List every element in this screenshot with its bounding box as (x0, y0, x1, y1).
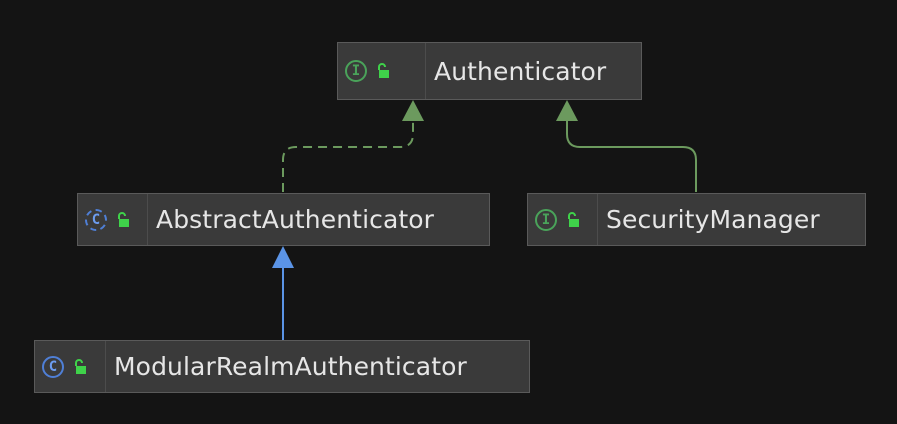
node-security-manager[interactable]: I SecurityManager (527, 193, 866, 246)
node-label: SecurityManager (606, 205, 820, 234)
node-modular-realm-authenticator[interactable]: C ModularRealmAuthenticator (34, 340, 530, 393)
arrowhead-modular-to-abstract (272, 246, 294, 268)
abstract-class-icon: C (85, 208, 107, 231)
class-icon: C (42, 355, 64, 378)
interface-icon: I (345, 60, 367, 82)
node-label: AbstractAuthenticator (156, 205, 435, 234)
node-abstract-authenticator[interactable]: C AbstractAuthenticator (77, 193, 490, 246)
arrowhead-securitymanager-to-authenticator (556, 100, 578, 121)
node-label: ModularRealmAuthenticator (114, 352, 467, 381)
public-lock-icon (116, 211, 130, 228)
arrowhead-abstract-to-authenticator (402, 100, 424, 121)
node-icons: I (528, 194, 598, 245)
node-icons: I (338, 43, 426, 99)
node-icons: C (78, 194, 148, 245)
edge-abstract-to-authenticator (282, 120, 414, 192)
public-lock-icon (73, 358, 87, 375)
node-icons: C (35, 341, 106, 392)
interface-icon: I (535, 208, 557, 231)
public-lock-icon (566, 211, 580, 228)
edge-securitymanager-to-authenticator (566, 120, 697, 192)
node-authenticator[interactable]: I Authenticator (337, 42, 642, 100)
node-label: Authenticator (434, 56, 607, 86)
public-lock-icon (376, 63, 390, 79)
